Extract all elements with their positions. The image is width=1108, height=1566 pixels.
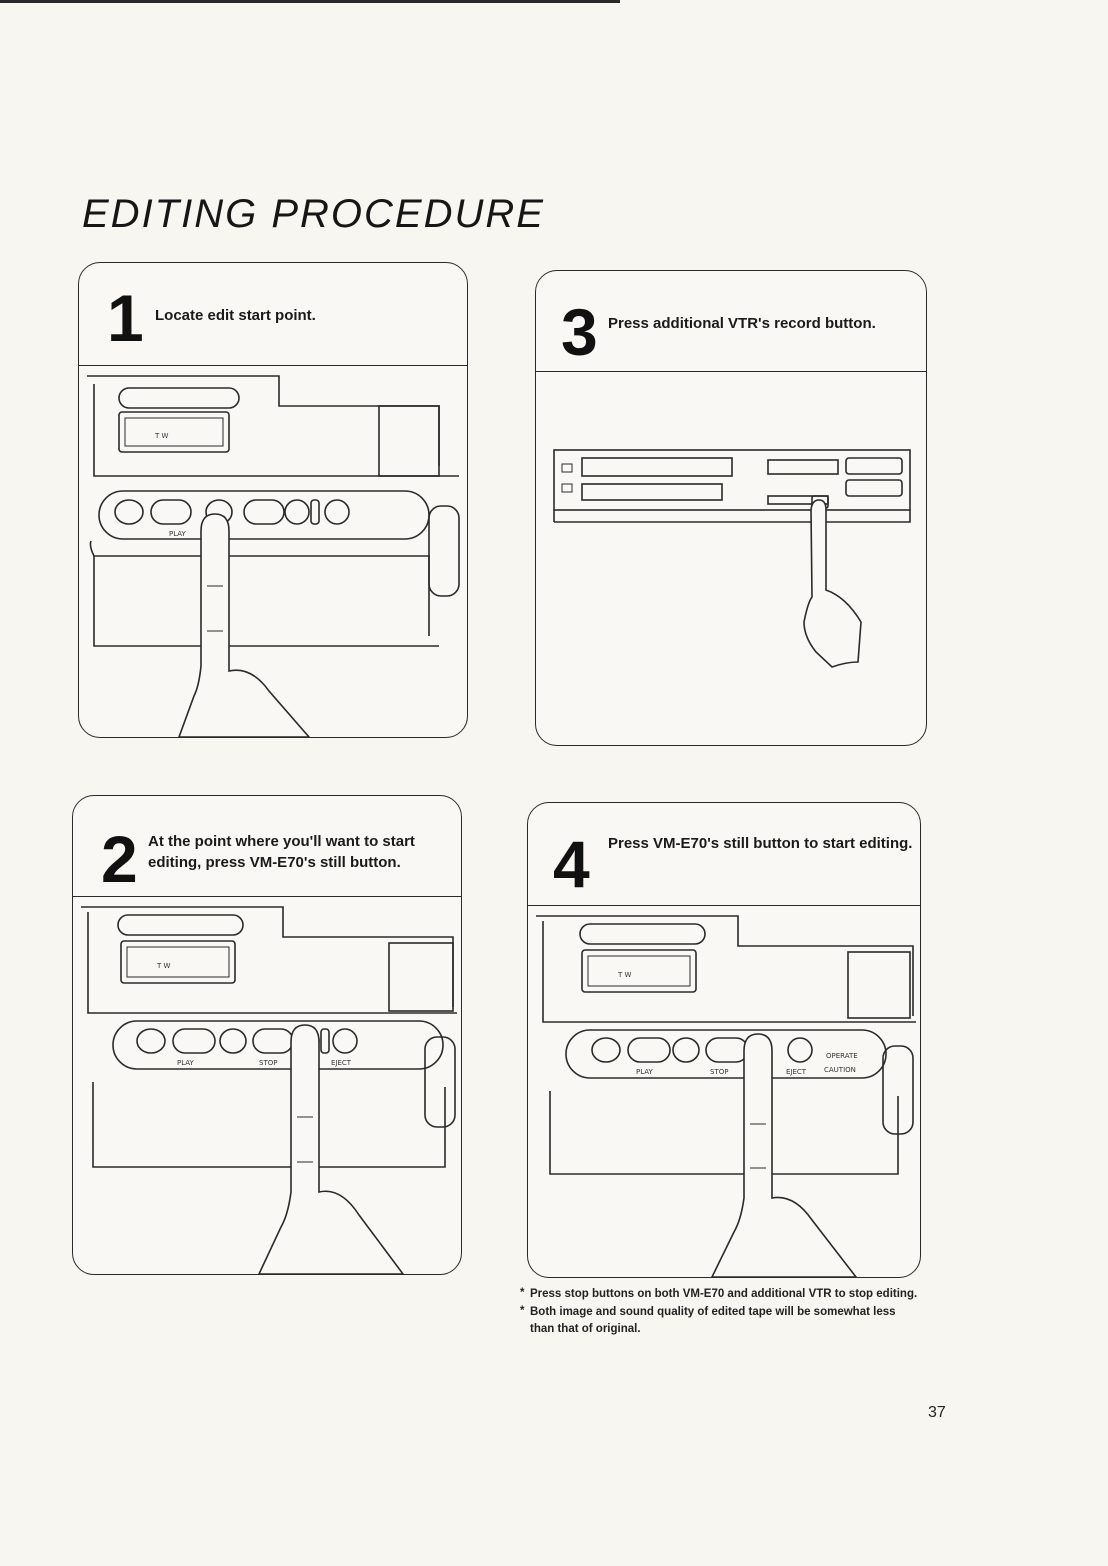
step-4-number: 4 — [553, 827, 590, 901]
notes: Press stop buttons on both VM-E70 and ad… — [520, 1285, 920, 1339]
step-2-header: 2 At the point where you'll want to star… — [73, 796, 461, 897]
pressing-finger-icon — [258, 1024, 404, 1274]
vtr-deck-illustration — [536, 372, 926, 745]
step-2-panel: 2 At the point where you'll want to star… — [72, 795, 462, 1275]
camera-panel-illustration: T W PLAY STOP EJECT OPERATE CAUTION — [528, 906, 920, 1277]
svg-text:T W: T W — [156, 962, 171, 970]
step-3-header: 3 Press additional VTR's record button. — [536, 271, 926, 372]
step-4-header: 4 Press VM-E70's still button to start e… — [528, 803, 920, 906]
pressing-finger-icon — [178, 513, 311, 737]
pressing-finger-icon — [711, 1033, 858, 1277]
svg-text:PLAY: PLAY — [636, 1068, 654, 1076]
page-number: 37 — [928, 1404, 946, 1421]
step-1-number: 1 — [107, 281, 144, 355]
camera-panel-illustration: T W PLAY STOP EJECT — [73, 897, 461, 1274]
step-3-panel: 3 Press additional VTR's record button. — [535, 270, 927, 746]
svg-text:EJECT: EJECT — [786, 1068, 807, 1076]
svg-text:STOP: STOP — [259, 1059, 277, 1067]
step-2-text: At the point where you'll want to start … — [148, 833, 415, 871]
step-4-panel: 4 Press VM-E70's still button to start e… — [527, 802, 921, 1278]
svg-text:CAUTION: CAUTION — [824, 1066, 856, 1074]
top-rule — [0, 0, 620, 3]
step-4-text: Press VM-E70's still button to start edi… — [608, 835, 913, 852]
svg-text:T W: T W — [154, 432, 169, 440]
svg-text:T W: T W — [617, 971, 632, 979]
svg-text:PLAY: PLAY — [169, 530, 187, 538]
svg-text:OPERATE: OPERATE — [826, 1052, 858, 1060]
step-3-text: Press additional VTR's record button. — [608, 315, 876, 332]
note-item: Both image and sound quality of edited t… — [520, 1303, 920, 1339]
step-1-text: Locate edit start point. — [155, 307, 316, 324]
page-title: EDITING PROCEDURE — [82, 192, 545, 236]
step-1-header: 1 Locate edit start point. — [79, 263, 467, 366]
step-1-panel: 1 Locate edit start point. T W PLAY — [78, 262, 468, 738]
svg-text:EJECT: EJECT — [331, 1059, 352, 1067]
svg-text:STOP: STOP — [710, 1068, 728, 1076]
step-2-number: 2 — [101, 822, 138, 896]
step-3-number: 3 — [561, 295, 598, 369]
svg-text:PLAY: PLAY — [177, 1059, 195, 1067]
note-item: Press stop buttons on both VM-E70 and ad… — [520, 1285, 920, 1304]
camera-panel-illustration: T W PLAY — [79, 366, 467, 737]
pressing-finger-icon — [803, 499, 862, 668]
